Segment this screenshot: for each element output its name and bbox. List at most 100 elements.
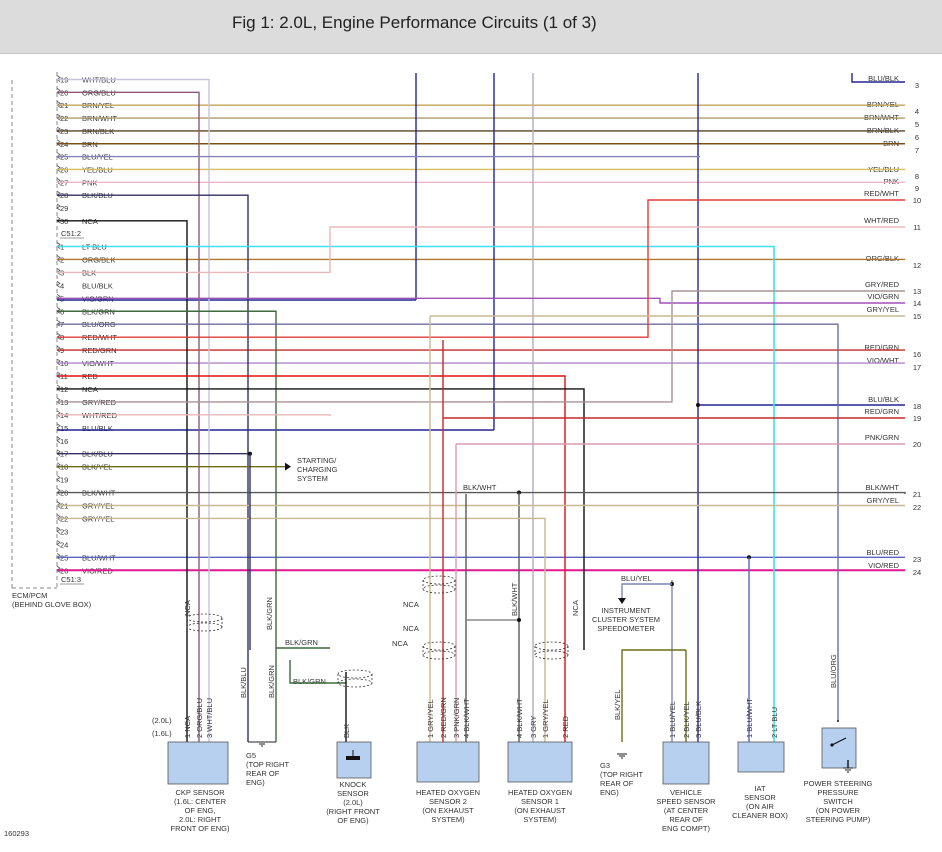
pin-zigzag — [56, 113, 61, 121]
variant-label: (1.6L) — [152, 729, 172, 738]
ref-number: 17 — [913, 363, 921, 372]
pin-zigzag — [56, 177, 61, 185]
component-pin-label: 3 WHT/BLU — [205, 698, 214, 738]
shield-icon — [422, 575, 456, 594]
starting-charging-label: STARTING/ — [297, 456, 337, 465]
pin-zigzag — [56, 268, 61, 275]
pin-number: 15 — [60, 424, 68, 433]
wire-segment — [57, 226, 905, 274]
ref-number: 7 — [915, 146, 919, 155]
pin-zigzag — [56, 139, 61, 147]
arrow-icon — [618, 598, 626, 604]
pin-zigzag — [56, 436, 61, 444]
pin-zigzag — [56, 319, 61, 327]
connector-label-c51-3: C51:3 — [61, 575, 81, 584]
ref-wire-label: PNK — [884, 177, 899, 186]
component-label-ckp: (1.6L: CENTER — [174, 797, 227, 806]
pin-zigzag — [56, 75, 61, 82]
shield-ellipse — [186, 622, 223, 632]
component-pin-label: 1 BLU/WHT — [745, 698, 754, 738]
component-pin-label: 4 BLK/WHT — [462, 698, 471, 738]
ground-label-g5: ENG) — [246, 778, 265, 787]
ground-icon — [843, 767, 853, 773]
wire-segment — [57, 323, 839, 722]
pin-number: 4 — [60, 281, 64, 290]
ref-wire-label: ORG/BLK — [866, 254, 899, 263]
pin-zigzag — [56, 540, 61, 547]
component-label-ps: POWER STEERING — [804, 779, 873, 788]
pin-zigzag — [56, 100, 61, 108]
shield-ellipse — [422, 575, 456, 585]
ref-number: 16 — [913, 350, 921, 359]
component-label-ps: SWITCH — [823, 797, 853, 806]
ref-wire-label: VIO/WHT — [867, 356, 899, 365]
wire-segment — [57, 388, 585, 650]
ref-wire-label: BLU/BLK — [868, 395, 899, 404]
ref-wire-label: RED/GRN — [864, 407, 899, 416]
component-label-iat: (ON AIR — [746, 802, 775, 811]
component-label-ckp: 2.0L: RIGHT — [179, 815, 222, 824]
switch-icon — [831, 737, 847, 746]
component-label-ps: (ON POWER — [816, 806, 861, 815]
shield-icon — [534, 641, 569, 660]
component-label-ps: STEERING PUMP) — [806, 815, 871, 824]
component-label-knock: KNOCK — [340, 780, 367, 789]
wire-segment — [57, 517, 546, 742]
component-pin-label: 3 PNK/GRN — [452, 698, 461, 738]
wire-label-ground: BLK/BLU — [239, 667, 248, 698]
wire-label-blk-grn: BLK/GRN — [285, 638, 318, 647]
component-label-ckp: CKP SENSOR — [175, 788, 225, 797]
pin-zigzag — [56, 527, 61, 534]
wire-label-nca: NCA — [403, 600, 419, 609]
ref-number: 8 — [915, 172, 919, 181]
ground-icon — [257, 741, 267, 747]
ref-wire-label: BLU/RED — [866, 548, 899, 557]
pin-zigzag — [56, 203, 61, 211]
pin-zigzag — [56, 345, 61, 353]
wire-label-nca: NCA — [183, 600, 192, 616]
shield-ellipse — [422, 650, 456, 660]
component-label-ho2s2: HEATED OXYGEN — [416, 788, 480, 797]
pin-number: 16 — [60, 437, 68, 446]
wire-segment — [57, 78, 210, 742]
ref-number: 24 — [913, 568, 921, 577]
pin-zigzag — [56, 501, 61, 508]
ref-number: 12 — [913, 261, 921, 270]
pin-wire-label: BLU/BLK — [82, 281, 113, 290]
component-label-ckp: FRONT OF ENG) — [170, 824, 230, 833]
ecm-label: ECM/PCM — [12, 591, 47, 600]
pin-zigzag — [56, 255, 61, 262]
starting-charging-label: SYSTEM — [297, 474, 328, 483]
pin-zigzag — [56, 423, 61, 431]
component-label-knock: SENSOR — [337, 789, 369, 798]
component-box-ckp — [167, 741, 229, 785]
shield-ellipse — [534, 650, 569, 660]
wire-segment — [57, 199, 905, 338]
component-pin-label: 4 BLK/WHT — [515, 698, 524, 738]
component-label-knock: (RIGHT FRONT — [326, 807, 380, 816]
wire-segment — [57, 245, 775, 742]
wire-label-ground: BLK/GRN — [267, 665, 276, 698]
component-label-iat: IAT — [754, 784, 766, 793]
ground-label-g3: ENG) — [600, 788, 619, 797]
component-box-iat — [737, 741, 785, 773]
wire-label-ground: BLK/YEL — [613, 690, 622, 720]
component-label-ho2s2: (ON EXHAUST — [422, 806, 474, 815]
pin-zigzag — [56, 475, 61, 482]
pin-zigzag — [56, 514, 61, 521]
ref-wire-label: RED/WHT — [864, 189, 899, 198]
wire-segment — [57, 194, 249, 742]
wire-label-blu-yel: BLU/YEL — [621, 574, 652, 583]
shield-icon — [186, 613, 223, 632]
wire-segment — [851, 73, 905, 83]
pin-zigzag — [56, 306, 61, 314]
component-label-ho2s2: SENSOR 2 — [429, 797, 467, 806]
component-box-vss — [662, 741, 710, 785]
pin-zigzag — [56, 371, 61, 379]
component-pin-label: 2 RED — [561, 715, 570, 738]
pin-number: 23 — [60, 527, 68, 536]
component-pin-label: BLK — [342, 724, 351, 738]
pin-zigzag — [56, 281, 61, 288]
starting-charging-label: CHARGING — [297, 465, 338, 474]
